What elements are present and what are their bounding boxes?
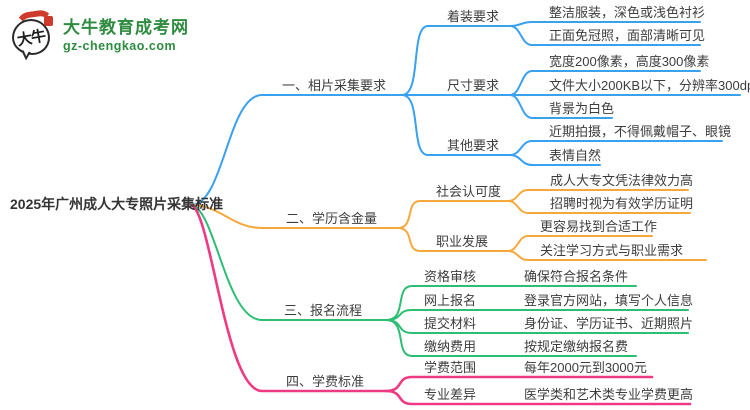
branch-3-label: 三、报名流程 (284, 303, 363, 318)
speech-bubble: 大牛 (12, 19, 50, 55)
branch-4-child-1-label: 学费范围 (424, 360, 477, 375)
leaf-node: 医学类和艺术类专业学费更高 (524, 387, 694, 402)
branch-4-child-2-label: 专业差异 (424, 387, 477, 402)
connector (401, 94, 511, 156)
leaf-node: 宽度200像素，高度300像素 (549, 54, 710, 69)
branch-3-lines (191, 204, 689, 357)
connector (190, 203, 388, 393)
leaf-node: 按规定缴纳报名费 (524, 339, 629, 354)
connector (509, 25, 701, 46)
connector (509, 21, 701, 27)
leaf-node: 整洁服装，深色或浅色衬衫 (549, 5, 706, 20)
connector (401, 25, 511, 96)
leaf-node: 每年2000元到3000元 (524, 360, 647, 375)
connector (385, 319, 637, 357)
logo-icon-text: 大牛 (15, 27, 47, 49)
connector (509, 140, 723, 156)
connector (509, 154, 601, 166)
branch-2-child-2-label: 职业发展 (436, 234, 489, 249)
central-topic: 2025年广州成人大专照片采集标准 (10, 196, 224, 212)
leaf-node: 关注学习方式与职业需求 (540, 243, 684, 258)
leaf-node: 招聘时视为有效学历证明 (550, 196, 694, 211)
leaf-node: 文件大小200KB以下，分辨率300dpi (549, 78, 750, 93)
branch-2-label: 二、学历含金量 (286, 211, 378, 226)
branch-4-lines (190, 203, 692, 406)
leaf-node: 近期拍摄，不得佩戴帽子、眼镜 (549, 124, 732, 139)
connector (191, 94, 403, 206)
branch-1-child-1-label: 着装要求 (447, 9, 500, 24)
leaf-node: 更容易找到合适工作 (540, 219, 658, 234)
branch-3-child-1-label: 资格审核 (424, 269, 477, 284)
branch-1-child-2-label: 尺寸要求 (447, 78, 500, 93)
logo-text-block: 大牛教育成考网 gz-chengkao.com (63, 13, 189, 53)
branch-2-child-1-label: 社会认可度 (436, 184, 502, 199)
leaf-node: 表情自然 (549, 148, 602, 163)
branch-3-child-3-label: 提交材料 (424, 316, 477, 331)
leaf-node: 正面免冠照，面部清晰可见 (549, 28, 706, 43)
leaf-node: 成人大专文凭法律效力高 (550, 173, 694, 188)
leaf-node: 背景为白色 (549, 101, 615, 116)
branch-3-child-4-label: 缴纳费用 (424, 339, 477, 354)
connector (397, 227, 509, 252)
leaf-node: 身份证、学历证书、近期照片 (524, 316, 694, 331)
branch-4-label: 四、学费标准 (286, 374, 365, 389)
logo-site-name: 大牛教育成考网 (63, 18, 189, 37)
site-logo: 大牛 大牛教育成考网 gz-chengkao.com (10, 8, 189, 61)
connector (384, 389, 692, 406)
leaf-node: 确保符合报名条件 (524, 269, 629, 284)
connector (507, 200, 691, 214)
connector (507, 250, 707, 261)
connector (191, 204, 387, 321)
leaf-node: 登录官方网站，填写个人信息 (524, 293, 694, 308)
connector (191, 204, 399, 229)
red-seal-stamp (44, 16, 53, 26)
daniu-mascot-icon: 大牛 (10, 8, 56, 61)
branch-1-child-3-label: 其他要求 (447, 138, 500, 153)
branch-1-lines (191, 21, 741, 206)
connector (397, 200, 509, 229)
branch-2-lines (191, 189, 707, 261)
branch-1-label: 一、相片采集要求 (282, 78, 387, 93)
connector (509, 94, 613, 119)
speech-bubble-tail-fill (21, 48, 30, 57)
logo-domain: gz-chengkao.com (63, 39, 177, 53)
branch-3-child-2-label: 网上报名 (424, 293, 477, 308)
